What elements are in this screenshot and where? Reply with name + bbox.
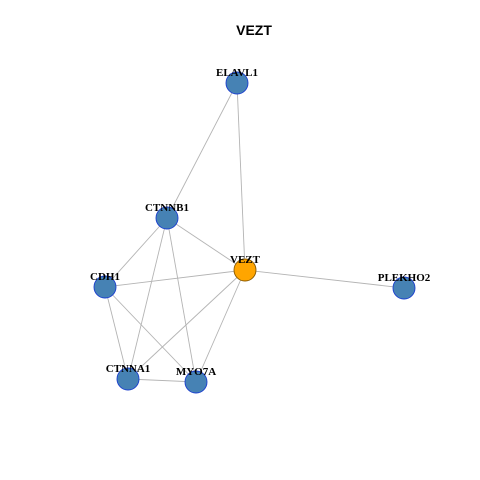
node-ctnnb1: CTNNB1 — [145, 202, 189, 230]
node-label-cdh1: CDH1 — [90, 271, 120, 283]
node-circle-elavl1 — [225, 71, 249, 95]
node-vezt: VEZT — [230, 254, 261, 282]
node-circle-vezt — [233, 258, 257, 282]
edge-ctnnb1-myo7a — [166, 217, 197, 383]
edge-elavl1-ctnnb1 — [166, 82, 238, 219]
node-label-vezt: VEZT — [230, 254, 261, 266]
node-circle-ctnna1 — [116, 367, 140, 391]
edge-vezt-cdh1 — [104, 269, 246, 288]
node-circle-cdh1 — [93, 275, 117, 299]
node-myo7a: MYO7A — [176, 366, 216, 394]
edge-ctnnb1-vezt — [166, 217, 246, 271]
edge-vezt-ctnna1 — [127, 269, 246, 380]
edge-layer — [104, 82, 405, 383]
node-label-elavl1: ELAVL1 — [216, 67, 258, 79]
node-label-myo7a: MYO7A — [176, 366, 216, 378]
edge-vezt-myo7a — [195, 269, 246, 383]
node-label-plekho2: PLEKHO2 — [378, 272, 431, 284]
node-ctnna1: CTNNA1 — [106, 363, 151, 391]
graph-title: VEZT — [236, 22, 272, 38]
edge-ctnnb1-cdh1 — [104, 217, 168, 288]
edge-elavl1-vezt — [236, 82, 246, 271]
edge-vezt-plekho2 — [244, 269, 405, 289]
node-cdh1: CDH1 — [90, 271, 120, 299]
edge-cdh1-ctnna1 — [104, 286, 129, 380]
node-circle-myo7a — [184, 370, 208, 394]
edge-cdh1-myo7a — [104, 286, 197, 383]
node-plekho2: PLEKHO2 — [378, 272, 431, 300]
edge-ctnnb1-ctnna1 — [127, 217, 168, 380]
node-circle-ctnnb1 — [155, 206, 179, 230]
node-label-ctnna1: CTNNA1 — [106, 363, 151, 375]
node-label-ctnnb1: CTNNB1 — [145, 202, 189, 214]
node-circle-plekho2 — [392, 276, 416, 300]
node-elavl1: ELAVL1 — [216, 67, 258, 95]
